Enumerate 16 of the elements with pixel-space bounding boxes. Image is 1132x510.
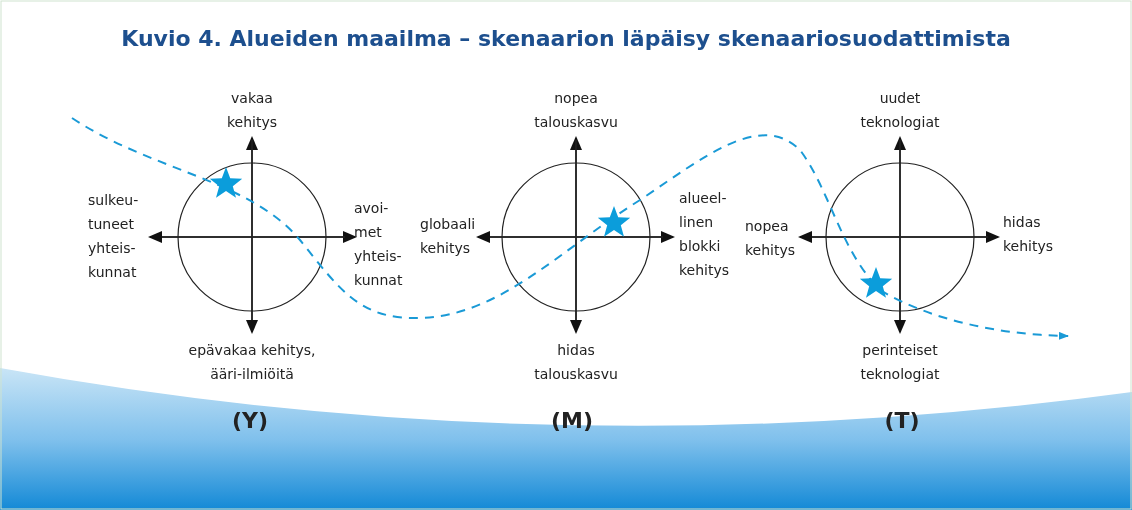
panel-label: (M) [550, 408, 594, 433]
axis-label: epävakaa kehitys, ääri-ilmiöitä [187, 341, 317, 384]
axis-label: hidas kehitys [1003, 213, 1055, 256]
diagram-title: Kuvio 4. Alueiden maailma – skenaarion läpäisy skenaariosuodattimista [120, 26, 1012, 51]
axis-label: uudet teknologiat [859, 89, 941, 132]
axis-label: vakaa kehitys [225, 89, 279, 132]
panel-label: (Y) [230, 408, 269, 433]
axis-label: sulkeu- tuneet yhteis- kunnat [88, 191, 140, 282]
axis-label: nopea talouskasvu [533, 89, 619, 132]
axis-label: globaali kehitys [420, 215, 477, 258]
axis-label: avoi- met yhteis- kunnat [354, 199, 404, 290]
axis-label: perinteiset teknologiat [859, 341, 941, 384]
axis-label: nopea kehitys [745, 217, 797, 260]
axis-label: alueel- linen blokki kehitys [679, 189, 731, 280]
panel-label: (T) [883, 408, 921, 433]
axis-label: hidas talouskasvu [533, 341, 619, 384]
